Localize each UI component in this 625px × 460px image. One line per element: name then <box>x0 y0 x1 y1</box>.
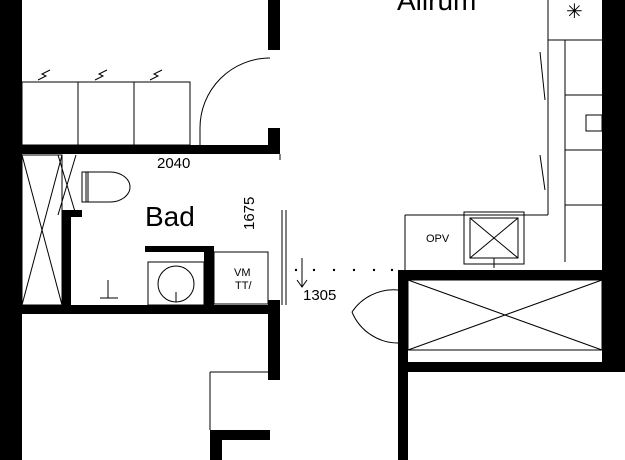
passage-line <box>294 268 394 272</box>
dimension-bath-width: 2040 <box>157 155 191 172</box>
fixture-label-oven: OPV <box>426 233 450 245</box>
arrow-down-icon <box>296 258 308 288</box>
bath-fixtures <box>81 154 287 306</box>
room-label-bad: Bad <box>145 201 195 232</box>
door-swings <box>199 57 399 430</box>
room-label-allrum: Allrum <box>397 0 477 16</box>
dimension-passage: 1305 <box>303 287 337 304</box>
wardrobes <box>21 69 603 351</box>
asterisk-icon: ✳ <box>566 1 583 23</box>
dimension-bath-depth: 1675 <box>241 196 258 230</box>
kitchen <box>404 0 603 270</box>
fixture-label-washer: VM <box>234 267 251 279</box>
fixture-label-dryer: TT/ <box>235 280 252 292</box>
